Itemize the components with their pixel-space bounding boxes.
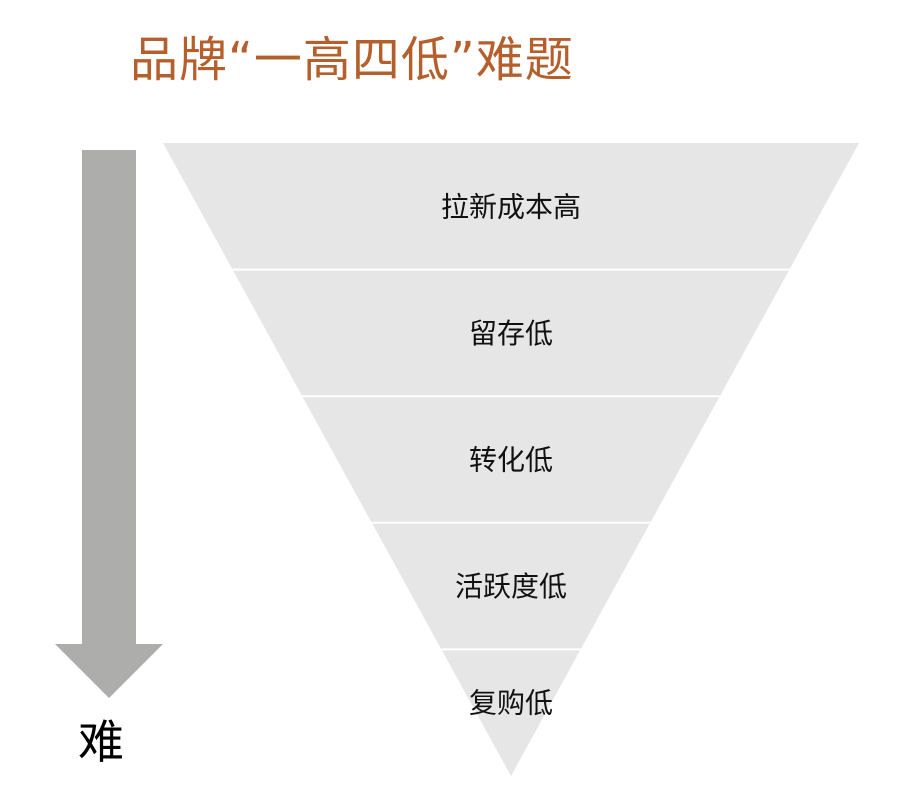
page-title: 品牌“一高四低”难题 <box>130 32 574 88</box>
funnel-layer-label: 活跃度低 <box>455 570 567 603</box>
funnel-layer-shape <box>163 143 859 270</box>
funnel-layer-shape <box>371 522 651 650</box>
difficulty-label: 难 <box>78 715 124 769</box>
funnel-layer: 拉新成本高 <box>163 143 859 270</box>
arrow-head <box>55 644 163 698</box>
funnel-layer: 转化低 <box>302 395 720 523</box>
funnel-layer-shape <box>441 649 581 776</box>
funnel-layer-shape <box>302 396 720 523</box>
funnel-layer-label: 留存低 <box>469 317 553 350</box>
funnel-layer: 留存低 <box>232 268 790 397</box>
funnel-layer: 活跃度低 <box>371 521 651 650</box>
funnel-layer-shape <box>232 269 790 397</box>
funnel-layer-label: 转化低 <box>469 444 553 477</box>
funnel-layer-label: 拉新成本高 <box>441 190 581 223</box>
funnel-layer-label: 复购低 <box>469 686 553 719</box>
arrow-shaft <box>82 150 136 646</box>
funnel-layer: 复购低 <box>441 648 581 776</box>
